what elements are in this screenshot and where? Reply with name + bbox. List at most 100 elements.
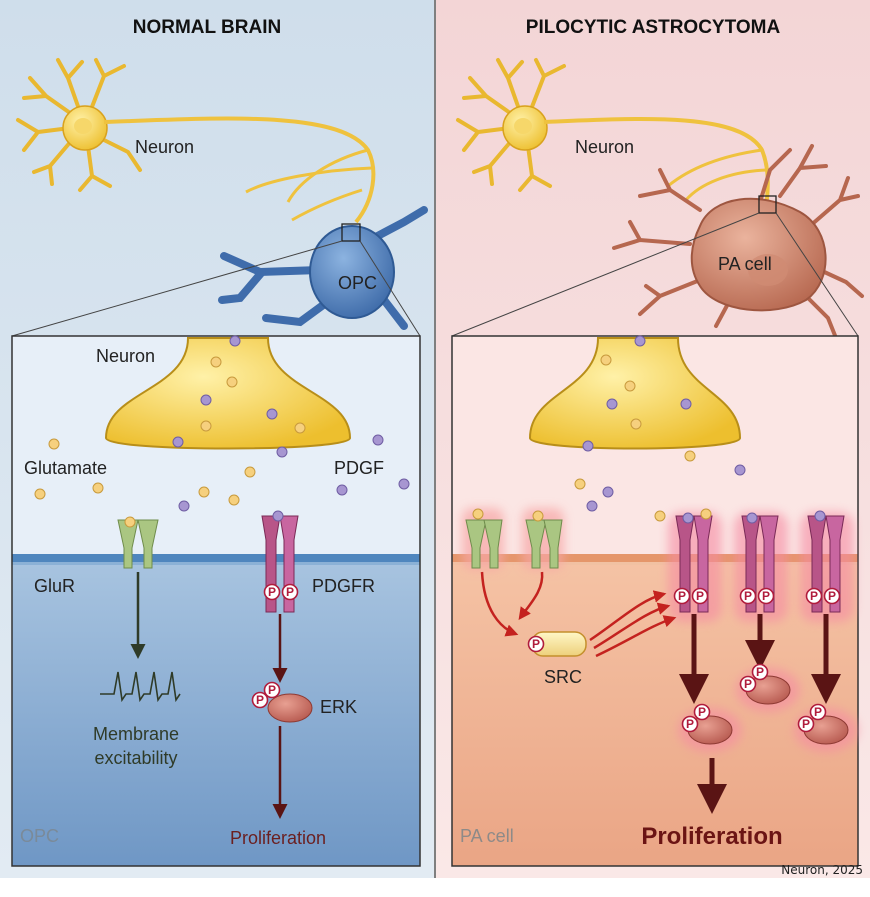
left-outcome-label: Proliferation bbox=[230, 828, 326, 848]
pdgf-molecule bbox=[746, 512, 758, 524]
pdgf-molecule bbox=[276, 446, 288, 458]
pdgf-molecule bbox=[682, 512, 694, 524]
src-activation-arrows bbox=[480, 571, 677, 658]
phospho-badge: P bbox=[693, 703, 711, 721]
phospho-label: P bbox=[286, 585, 294, 599]
right-presynaptic-terminal bbox=[528, 337, 742, 450]
phospho-label: P bbox=[256, 693, 264, 707]
pdgf-molecule bbox=[680, 398, 692, 410]
glutamate-molecule bbox=[600, 354, 612, 366]
phospho-label: P bbox=[686, 717, 694, 731]
right-neuron-label: Neuron bbox=[575, 137, 634, 157]
pdgf-molecule bbox=[272, 510, 284, 522]
pdgf-molecule bbox=[266, 408, 278, 420]
phospho-label: P bbox=[678, 589, 686, 603]
pdgf-molecule bbox=[582, 440, 594, 452]
glutamate-molecule bbox=[700, 508, 712, 520]
glur-receptor bbox=[117, 519, 159, 569]
phospho-badge: P bbox=[673, 587, 691, 605]
right-panel-title: PILOCYTIC ASTROCYTOMA bbox=[526, 17, 781, 38]
phospho-badge: P bbox=[757, 587, 775, 605]
pdgfr-label: PDGFR bbox=[312, 576, 375, 596]
phospho-badge: P bbox=[823, 587, 841, 605]
glutamate-molecule bbox=[92, 482, 104, 494]
src-label: SRC bbox=[544, 667, 582, 687]
phospho-label: P bbox=[762, 589, 770, 603]
glutamate-molecule bbox=[34, 488, 46, 500]
phospho-badge: P bbox=[809, 703, 827, 721]
phospho-label: P bbox=[698, 705, 706, 719]
phospho-label: P bbox=[532, 637, 540, 651]
glutamate-molecule bbox=[244, 466, 256, 478]
glutamate-molecule bbox=[630, 418, 642, 430]
left-neuron-label: Neuron bbox=[135, 137, 194, 157]
right-outcome-label: Proliferation bbox=[641, 823, 782, 850]
right-signal-arrows bbox=[679, 614, 841, 814]
phospho-label: P bbox=[814, 705, 822, 719]
opc-label: OPC bbox=[338, 273, 377, 293]
pdgf-molecule bbox=[172, 436, 184, 448]
citation: Neuron, 2025 bbox=[781, 863, 863, 877]
phospho-badge: P bbox=[281, 583, 299, 601]
glutamate-molecule bbox=[472, 508, 484, 520]
left-zoom-box bbox=[341, 223, 361, 242]
pdgf-molecule bbox=[372, 434, 384, 446]
left-panel-title: NORMAL BRAIN bbox=[133, 17, 281, 38]
right-glur-receptors bbox=[462, 508, 564, 570]
phospho-badge: P bbox=[797, 715, 815, 733]
right-zoom-box bbox=[758, 195, 777, 214]
phospho-label: P bbox=[810, 589, 818, 603]
pdgf-molecule bbox=[602, 486, 614, 498]
left-presynaptic-terminal bbox=[104, 337, 352, 450]
pdgf-label: PDGF bbox=[334, 458, 384, 478]
phospho-badge: P bbox=[739, 587, 757, 605]
erk-label: ERK bbox=[320, 697, 357, 717]
pdgf-molecule bbox=[586, 500, 598, 512]
pdgf-molecule bbox=[200, 394, 212, 406]
left-inset bbox=[11, 335, 421, 867]
pdgf-molecule bbox=[606, 398, 618, 410]
pdgf-molecule bbox=[734, 464, 746, 476]
left-zoom-line bbox=[11, 240, 343, 337]
pdgf-molecule bbox=[398, 478, 410, 490]
left-neuron bbox=[16, 58, 376, 224]
glutamate-molecule bbox=[654, 510, 666, 522]
phospho-label: P bbox=[802, 717, 810, 731]
right-inset bbox=[451, 335, 859, 867]
erk-kinase bbox=[267, 693, 313, 723]
phospho-badge: P bbox=[251, 691, 269, 709]
glutamate-molecule bbox=[124, 516, 136, 528]
pa-cell-label: PA cell bbox=[718, 254, 772, 274]
phospho-label: P bbox=[696, 589, 704, 603]
glutamate-molecule bbox=[624, 380, 636, 392]
left-inset-neuron-label: Neuron bbox=[96, 346, 155, 366]
ligand-molecules bbox=[34, 335, 826, 528]
opc-cell bbox=[218, 206, 428, 330]
pdgf-molecule bbox=[336, 484, 348, 496]
glutamate-molecule bbox=[684, 450, 696, 462]
glutamate-molecule bbox=[226, 376, 238, 388]
phospho-badge: P bbox=[263, 583, 281, 601]
phospho-badge: P bbox=[527, 635, 545, 653]
right-inset-cell-label: PA cell bbox=[460, 826, 514, 846]
left-inset-cell-label: OPC bbox=[20, 826, 59, 846]
phospho-label: P bbox=[268, 683, 276, 697]
phospho-badge: P bbox=[805, 587, 823, 605]
right-zoom-line bbox=[451, 212, 760, 337]
glutamate-molecule bbox=[198, 486, 210, 498]
phospho-badge: P bbox=[691, 587, 709, 605]
phospho-label: P bbox=[756, 665, 764, 679]
glutamate-molecule bbox=[228, 494, 240, 506]
right-zoom-line bbox=[775, 212, 859, 337]
pdgf-molecule bbox=[229, 335, 241, 347]
pdgf-molecule bbox=[814, 510, 826, 522]
left-zoom-line bbox=[359, 240, 421, 337]
phospho-badge: P bbox=[263, 681, 281, 699]
pdgf-molecule bbox=[178, 500, 190, 512]
glur-label: GluR bbox=[34, 576, 75, 596]
glutamate-molecule bbox=[574, 478, 586, 490]
phospho-label: P bbox=[828, 589, 836, 603]
